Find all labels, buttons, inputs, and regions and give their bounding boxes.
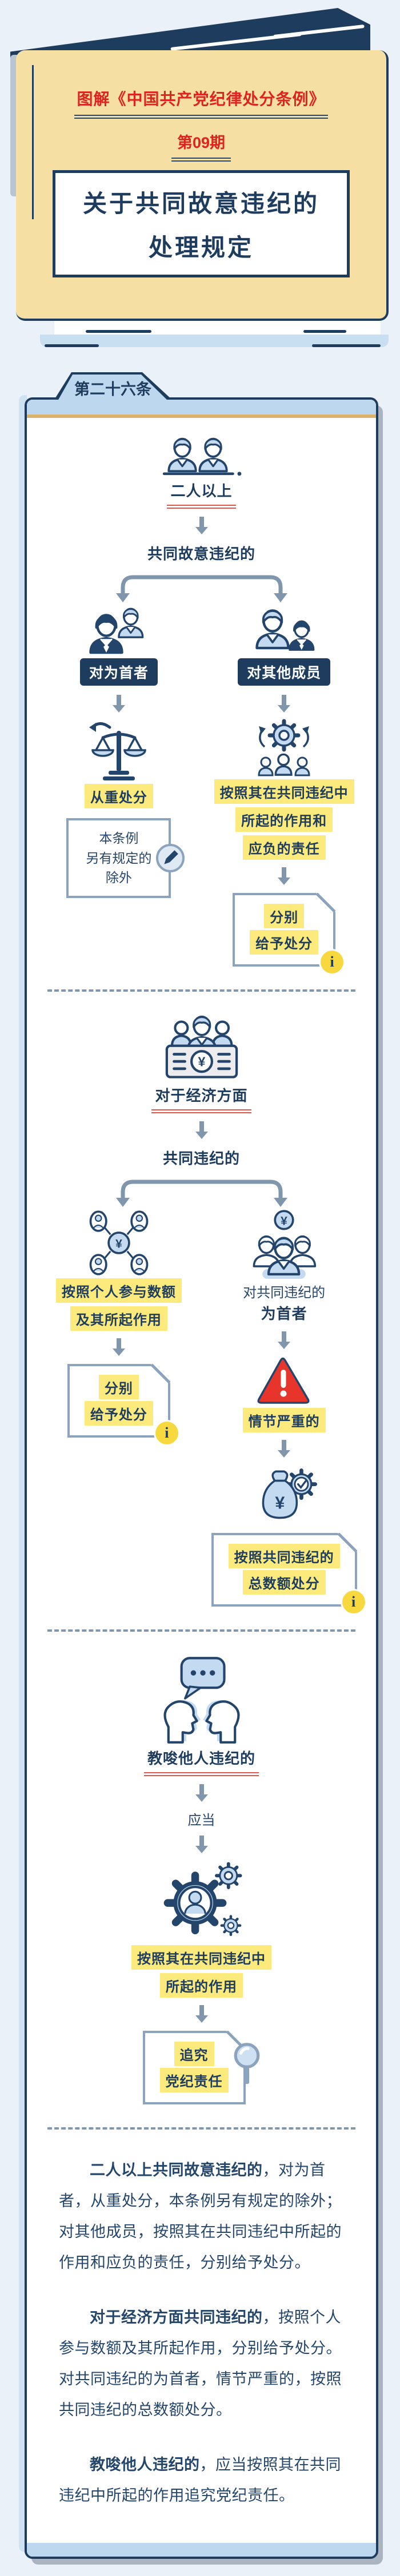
basis-highlight: 所起的作用和 xyxy=(235,807,333,832)
page-margin-line xyxy=(32,65,34,219)
result-card: 追究 党纪责任 xyxy=(142,2031,259,2104)
article-card: 二人以上 共同故意违纪的 xyxy=(25,397,378,2559)
leader-badge: 对为首者 xyxy=(79,658,158,686)
section-divider xyxy=(47,2127,355,2130)
main-title-box: 关于共同故意违纪的 处理规定 xyxy=(53,170,350,277)
magnifier-icon xyxy=(234,2043,259,2084)
down-arrow-icon xyxy=(278,695,290,713)
card-bottom-band xyxy=(27,2543,376,2557)
card-accent-line xyxy=(27,414,376,418)
result-highlight: 从重处分 xyxy=(84,784,153,808)
basis-highlight: 按照个人参与数额 xyxy=(55,1278,182,1303)
svg-text:¥: ¥ xyxy=(198,1054,205,1069)
info-icon: i xyxy=(321,951,344,973)
result-card: 分别 给予处分 i xyxy=(67,1364,178,1444)
flow-section-1: 二人以上 共同故意违纪的 xyxy=(39,434,363,973)
basis-highlight: 按照其在共同违纪中 xyxy=(131,1945,271,1970)
book-spine xyxy=(10,55,17,196)
money-banner-icon: ¥ xyxy=(162,1015,242,1082)
target-label: 对共同违纪的 xyxy=(243,1285,326,1301)
summary-paragraph: 教唆他人违纪的，应当按照其在共同违纪中所起的作用追究党纪责任。 xyxy=(59,2456,341,2504)
book-pages-bottom xyxy=(40,335,389,347)
summary-paragraph: 二人以上共同故意违纪的，对为首者，从重处分，本条例另有规定的除外；对其他成员，按… xyxy=(59,2162,342,2271)
network-money-icon: ¥ xyxy=(85,1209,153,1277)
money-bag-check-icon: ¥ xyxy=(247,1463,321,1531)
members-badge: 对其他成员 xyxy=(238,658,331,686)
article-folder: 第二十六条 二人以上 xyxy=(19,372,378,2559)
card-content: 二人以上 共同故意违纪的 xyxy=(27,418,376,2541)
main-title-line1: 关于共同故意违纪的 xyxy=(82,190,319,217)
branch-leader: 对为首者 xyxy=(39,605,198,898)
book-header: 图解《中国共产党纪律处分条例》 第09期 关于共同故意违纪的 处理规定 xyxy=(0,0,400,353)
basis-highlight: 及其所起作用 xyxy=(70,1306,167,1331)
summary-paragraph: 对于经济方面共同违纪的，按照个人参与数额及其所起作用，分别给予处分。对共同违纪的… xyxy=(59,2309,342,2418)
down-arrow-icon xyxy=(195,2005,208,2023)
leader-money-icon: ¥ xyxy=(249,1209,319,1280)
flow-section-2: ¥ 对于经济方面 共同违纪的 xyxy=(39,1015,365,1613)
justice-scale-icon xyxy=(86,718,152,782)
two-persons-icon xyxy=(159,434,245,477)
article-tab-label: 第二十六条 xyxy=(58,375,168,401)
cover-slash-icon xyxy=(170,33,302,51)
info-icon: i xyxy=(155,1422,178,1444)
card-header-band xyxy=(27,400,376,414)
info-icon: i xyxy=(342,1591,365,1613)
leader-icon xyxy=(85,605,153,655)
book-pages-edge xyxy=(54,321,381,335)
main-title-line2: 处理规定 xyxy=(148,234,254,261)
branch-members: 对其他成员 xyxy=(205,605,363,973)
folded-corner-icon xyxy=(150,1364,170,1383)
subject-label: 对于经济方面 xyxy=(151,1084,251,1113)
severity-highlight: 情节严重的 xyxy=(242,1408,326,1432)
target-role-label: 为首者 xyxy=(261,1305,307,1322)
issue-number: 第09期 xyxy=(171,130,231,162)
book-front-page: 图解《中国共产党纪律处分条例》 第09期 关于共同故意违纪的 处理规定 xyxy=(16,50,389,321)
warning-triangle-icon xyxy=(255,1355,313,1406)
pencil-icon xyxy=(156,843,185,872)
down-arrow-icon xyxy=(278,867,290,885)
down-arrow-icon xyxy=(278,1440,290,1458)
subject-label: 二人以上 xyxy=(167,480,236,509)
section-divider xyxy=(47,989,355,992)
result-card: 分别 给予处分 i xyxy=(233,893,344,973)
branch-ringleader: ¥ 对共同违纪的 为首者 xyxy=(205,1209,365,1613)
modal-label: 应当 xyxy=(187,1813,215,1828)
branch-connector xyxy=(115,575,287,602)
down-arrow-icon xyxy=(195,1121,208,1139)
basis-highlight: 所起的作用 xyxy=(160,1973,243,1998)
down-arrow-icon xyxy=(113,1338,125,1356)
down-arrow-icon xyxy=(278,1331,290,1349)
folded-corner-icon xyxy=(337,1533,357,1552)
svg-text:¥: ¥ xyxy=(281,1214,287,1227)
branch-participants: ¥ xyxy=(39,1209,198,1444)
result-card: 按照共同违纪的 总数额处分 i xyxy=(211,1533,365,1613)
down-arrow-icon xyxy=(195,517,208,534)
branch-connector xyxy=(115,1180,287,1207)
svg-text:¥: ¥ xyxy=(275,1493,285,1512)
gear-people-icon xyxy=(247,718,321,778)
svg-text:¥: ¥ xyxy=(115,1237,122,1250)
basis-highlight: 按照其在共同违纪中 xyxy=(214,779,354,804)
article-tab: 第二十六条 xyxy=(54,372,172,401)
folded-corner-icon xyxy=(316,893,336,912)
flow-section-3: 教唆他人违纪的 应当 按照其在共同违纪中 xyxy=(39,1655,363,2104)
subject-label: 教唆他人违纪的 xyxy=(143,1747,259,1776)
gears-person-icon xyxy=(157,1859,246,1943)
other-members-icon xyxy=(250,605,318,655)
condition-label: 共同违纪的 xyxy=(162,1150,240,1167)
section-divider xyxy=(47,1629,355,1632)
series-title: 图解《中国共产党纪律处分条例》 xyxy=(74,87,328,119)
exception-note: 本条例 另有规定的 除外 xyxy=(66,818,185,898)
down-arrow-icon xyxy=(195,1836,208,1853)
down-arrow-icon xyxy=(113,695,125,713)
down-arrow-icon xyxy=(195,1784,208,1802)
summary-text: 二人以上共同故意违纪的，对为首者，从重处分，本条例另有规定的除外；对其他成员，按… xyxy=(39,2152,363,2541)
basis-highlight: 应负的责任 xyxy=(242,835,326,860)
condition-label: 共同故意违纪的 xyxy=(147,545,255,562)
speech-heads-icon xyxy=(155,1655,249,1745)
